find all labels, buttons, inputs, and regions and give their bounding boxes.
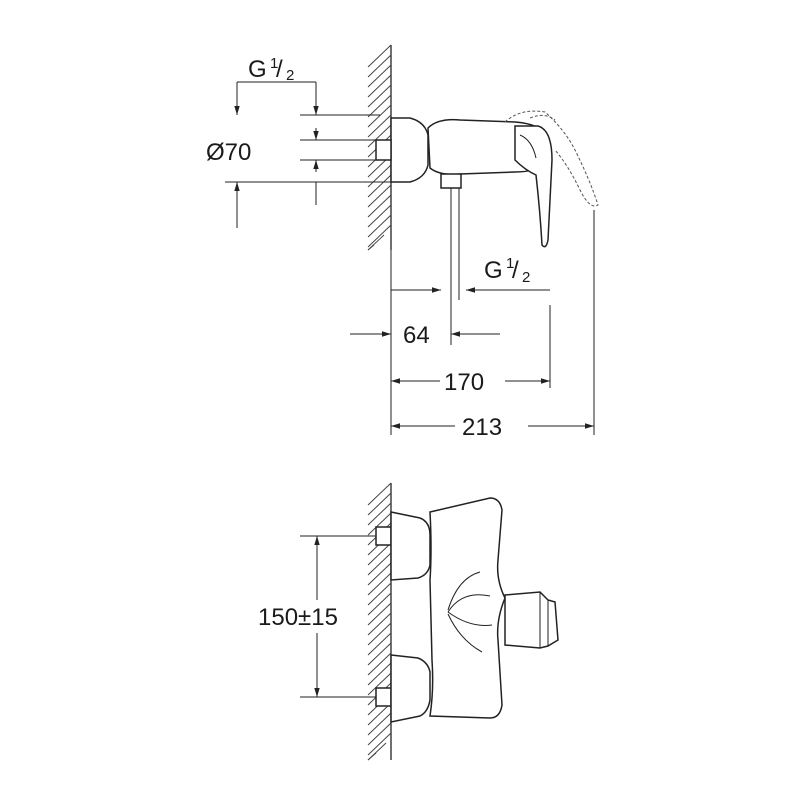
housing-curve-4 <box>447 611 493 626</box>
svg-text:/: / <box>512 257 519 284</box>
mixer-housing <box>429 497 506 719</box>
hatch-line <box>367 94 392 118</box>
front-view: 150±15 <box>258 482 559 761</box>
lever-detail <box>519 134 537 159</box>
hatch-line <box>367 542 392 566</box>
hatch-line <box>367 104 392 128</box>
lower-connector <box>375 687 392 707</box>
wall-flange <box>390 117 429 183</box>
housing-curve-3 <box>447 613 483 653</box>
diameter-label: Ø70 <box>206 139 251 166</box>
hatch-line <box>367 712 392 736</box>
hatch-line <box>367 592 392 616</box>
hatch-line <box>367 572 392 596</box>
svg-text:/: / <box>276 56 283 83</box>
hatch-line <box>367 612 392 636</box>
upper-eccentric <box>390 511 431 581</box>
hatch-line <box>367 652 392 676</box>
hatch-line <box>367 502 392 526</box>
thread-side-base: G <box>484 257 503 284</box>
hatch-line <box>367 114 392 138</box>
connector-stub <box>375 139 392 161</box>
hatch-line <box>367 492 392 516</box>
thread-side-sub: 2 <box>522 269 530 286</box>
handle-cartridge <box>504 591 559 649</box>
hatch-line <box>367 64 392 88</box>
dim-thread-side: G 1 / 2 <box>391 255 550 293</box>
dim-213-label: 213 <box>462 414 502 441</box>
hatch-line <box>367 512 392 536</box>
dim-64: 64 <box>350 322 500 349</box>
hatch-line <box>367 722 392 746</box>
hatch-line <box>367 174 392 198</box>
lever-open-detail <box>529 114 556 121</box>
hatch-line <box>367 204 392 228</box>
hatch-line <box>367 214 392 238</box>
thread-top-sub: 2 <box>286 67 294 84</box>
dim-diameter: Ø70 <box>206 128 391 228</box>
hatch-line <box>367 84 392 108</box>
hatch-line <box>367 164 392 188</box>
hatch-line <box>367 602 392 626</box>
hatch-line <box>367 672 392 696</box>
hatch-line <box>367 582 392 606</box>
hatch-line <box>367 482 392 506</box>
hatch-line <box>367 74 392 98</box>
wall-hatching-bottom <box>367 482 392 761</box>
hatch-line <box>367 642 392 666</box>
hatch-line <box>367 54 392 78</box>
lower-eccentric <box>390 654 431 723</box>
hatch-line <box>367 124 392 148</box>
outlet-nut <box>440 173 462 189</box>
hatch-line <box>367 552 392 576</box>
hatch-line <box>367 622 392 646</box>
dim-213: 213 <box>391 414 594 441</box>
hatch-line <box>367 194 392 218</box>
thread-side-sup: 1 <box>506 255 514 272</box>
upper-connector <box>375 526 392 546</box>
hatch-line <box>367 184 392 208</box>
dim-thread-top: G 1 / 2 <box>234 55 380 116</box>
wall-bottom <box>367 482 392 761</box>
hatch-line <box>367 732 392 756</box>
hatch-line <box>367 244 375 251</box>
dim-spacing: 150±15 <box>258 535 376 698</box>
thread-top-sup: 1 <box>270 55 278 72</box>
dim-64-label: 64 <box>403 322 430 349</box>
dim-170: 170 <box>391 369 550 396</box>
hatch-line <box>367 632 392 656</box>
housing-curve-1 <box>447 571 481 611</box>
lever-open-position <box>504 110 599 207</box>
lever-handle <box>514 125 553 248</box>
thread-top-base: G <box>248 56 267 83</box>
top-view: G 1 / 2 Ø70 G 1 / 2 <box>206 44 599 441</box>
hatch-line <box>367 224 392 248</box>
hatch-line <box>367 752 377 761</box>
housing-curve-2 <box>447 594 491 613</box>
hatch-line <box>367 662 392 686</box>
hatch-line <box>367 44 392 68</box>
hatch-line <box>367 562 392 586</box>
dim-170-label: 170 <box>444 369 484 396</box>
spacing-label: 150±15 <box>258 604 338 631</box>
